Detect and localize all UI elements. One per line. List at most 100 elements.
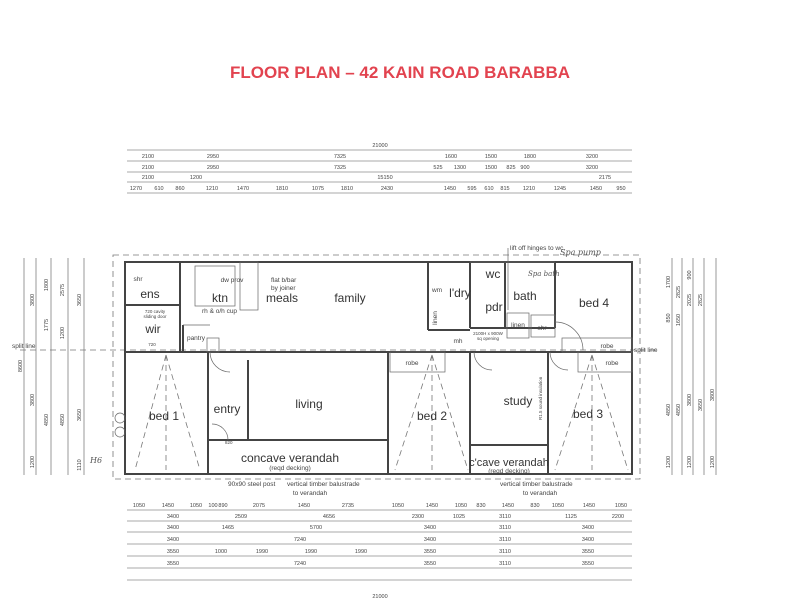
top-dimension: 2175 <box>599 175 611 181</box>
bottom-dimension: 3110 <box>499 514 511 520</box>
bottom-dimension: 3110 <box>499 561 511 567</box>
top-dimension: 2950 <box>207 154 219 160</box>
left-dimension: 4850 <box>44 414 50 426</box>
note-spa-pump: Spa pump <box>560 248 601 257</box>
top-dimension: 610 <box>154 186 163 192</box>
bottom-dimension: 890 <box>218 503 227 509</box>
bottom-dimension: 3400 <box>167 514 179 520</box>
room-bed-2: bed 2 <box>417 409 447 423</box>
note-rh-cup: rh & o/h cup <box>202 308 237 315</box>
bottom-dimension: 3550 <box>582 561 594 567</box>
note-flat-bar: flat b/bar <box>271 277 297 284</box>
top-dimension: 1450 <box>444 186 456 192</box>
top-dimension: 15150 <box>377 175 392 181</box>
room-pdr: pdr <box>485 300 502 314</box>
bottom-dimension: 1050 <box>455 503 467 509</box>
bottom-dimension: 4656 <box>323 514 335 520</box>
note-opening-size: 2100H x 900W <box>473 331 504 336</box>
manhole-label: mh <box>453 338 462 345</box>
room-living: living <box>295 397 322 411</box>
bottom-dimension: 3550 <box>167 549 179 555</box>
top-dimension: 2100 <box>142 154 154 160</box>
right-dimension: 1200 <box>666 456 672 468</box>
roof-line <box>112 254 641 480</box>
room-bath: bath <box>513 289 536 303</box>
room-pantry: pantry <box>187 335 206 342</box>
bottom-dimension: 2735 <box>342 503 354 509</box>
top-dimension: 2430 <box>381 186 393 192</box>
top-dimension: 815 <box>500 186 509 192</box>
bottom-dimension: 1450 <box>162 503 174 509</box>
bottom-dimension: 5700 <box>310 525 322 531</box>
room-ens: ens <box>140 287 159 301</box>
note-split-line-left: split line <box>12 343 36 350</box>
room-robe-bed-3: robe <box>605 360 618 367</box>
room-robe-bed-2: robe <box>405 360 418 367</box>
top-dimension: 950 <box>616 186 625 192</box>
bottom-dimension: 1050 <box>392 503 404 509</box>
bottom-dimension-lines <box>127 509 632 581</box>
left-dimension: 1200 <box>30 456 36 468</box>
top-dimension: 595 <box>467 186 476 192</box>
top-dimension: 1600 <box>445 154 457 160</box>
note-split-line-right: split line <box>634 347 658 354</box>
top-dimension: 1810 <box>276 186 288 192</box>
top-dimension: 1210 <box>523 186 535 192</box>
overall-width-bottom: 21000 <box>372 594 387 600</box>
room-bed-1: bed 1 <box>149 409 179 423</box>
left-dimension: 1110 <box>77 459 83 470</box>
room-bed-3: bed 3 <box>573 407 603 421</box>
bottom-dimension: 3400 <box>167 525 179 531</box>
room-wc: wc <box>485 267 501 281</box>
right-dimension: 2025 <box>687 294 693 306</box>
top-dimension: 1300 <box>454 165 466 171</box>
top-dimension: 1075 <box>312 186 324 192</box>
bottom-dimension: 3400 <box>582 537 594 543</box>
top-dimension: 1500 <box>485 154 497 160</box>
room-ccave-verandah: c'cave verandah <box>469 457 549 469</box>
bottom-dimension: 1465 <box>222 525 234 531</box>
bottom-dimension: 3550 <box>167 561 179 567</box>
right-dimension: 3800 <box>710 389 716 401</box>
room-robe-bed-4: robe <box>600 343 613 350</box>
right-dimension: 3800 <box>687 394 693 406</box>
room-linen-laundry: linen <box>432 311 439 325</box>
right-dimension: 900 <box>687 270 693 279</box>
note-lift-off-hinges: lift off hinges to wc <box>510 245 564 252</box>
bottom-dimension: 3110 <box>499 537 511 543</box>
right-dimension: 2825 <box>698 294 704 306</box>
bottom-dimension: 3110 <box>499 549 511 555</box>
top-dimension: 3200 <box>586 165 598 171</box>
right-dimension: 4850 <box>666 404 672 416</box>
top-dimension: 2100 <box>142 175 154 181</box>
note-balustrade-2-to-verandah: to verandah <box>523 490 558 497</box>
bottom-dimension: 1450 <box>502 503 514 509</box>
note-door-820: 820 <box>225 440 233 445</box>
room-wir: wir <box>144 322 160 336</box>
top-dimension-lines <box>127 149 632 194</box>
note-flat-bar-joiner: by joiner <box>271 285 296 292</box>
bottom-dimension: 3400 <box>167 537 179 543</box>
room-shr-bath: shr <box>537 325 547 332</box>
room-meals: meals <box>266 291 298 305</box>
right-dimension: 1700 <box>666 276 672 288</box>
left-dimension: 1800 <box>44 279 50 291</box>
note-handwritten-h6: H6 <box>89 456 102 465</box>
bottom-dimension: 3110 <box>499 525 511 531</box>
bottom-dimension: 1050 <box>552 503 564 509</box>
bottom-dimension: 3400 <box>424 525 436 531</box>
bottom-dimension: 1050 <box>615 503 627 509</box>
left-dimension-labels: 8600380038001200180017754850257512004850… <box>18 279 83 471</box>
right-dimension: 2825 <box>676 286 682 298</box>
room-labels: ens shr ktn meals family wir pantry l'dr… <box>133 267 618 469</box>
right-dimension: 3650 <box>698 399 704 411</box>
note-sound-insulation: R1.5 sound insulation <box>538 376 543 420</box>
left-dimension: 4850 <box>60 414 66 426</box>
annotations: dw prov flat b/bar by joiner rh & o/h cu… <box>12 245 658 497</box>
right-dimension: 1650 <box>676 314 682 326</box>
top-dimension: 1200 <box>190 175 202 181</box>
bottom-dimension: 830 <box>476 503 485 509</box>
left-dimension: 3650 <box>77 409 83 421</box>
